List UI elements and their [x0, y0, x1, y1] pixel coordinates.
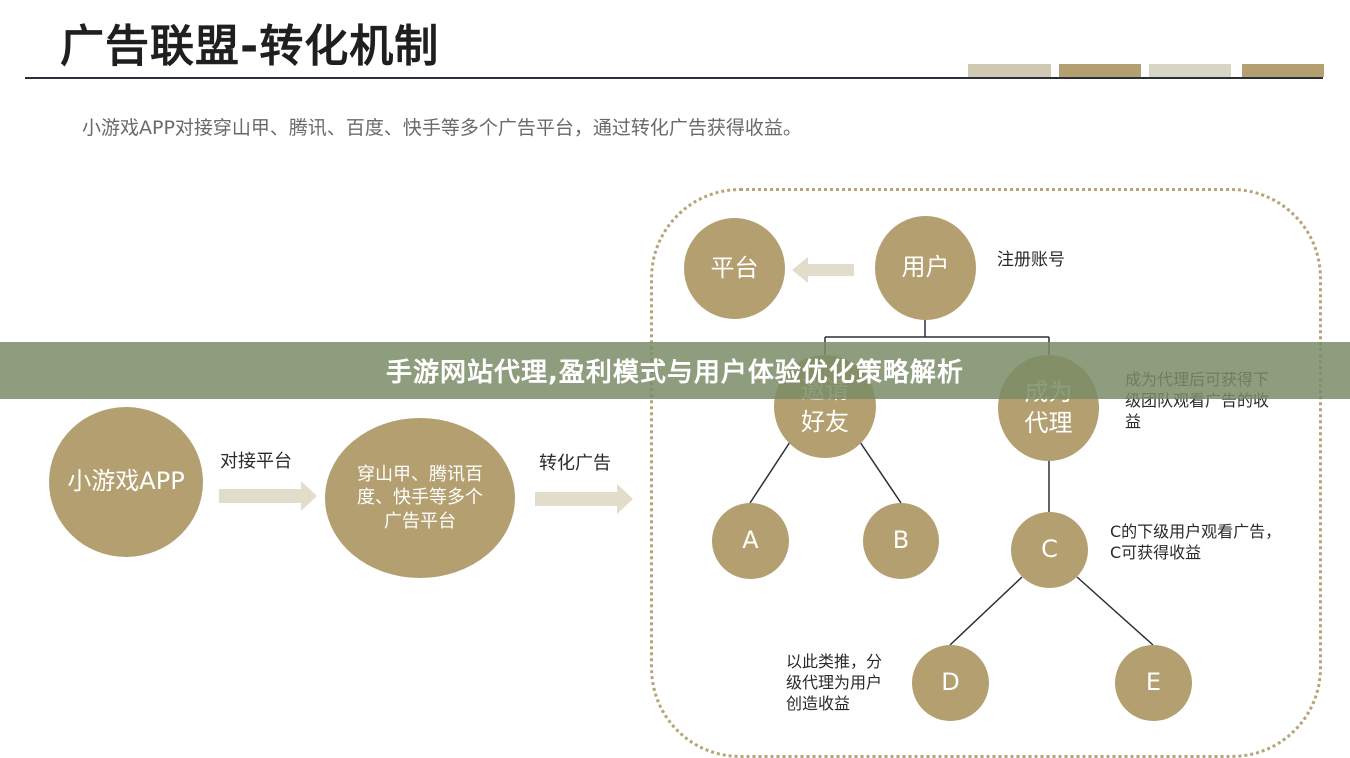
arrow-right-1	[219, 481, 317, 511]
node-ad-platforms: 穿山甲、腾讯百度、快手等多个广告平台	[325, 418, 515, 578]
label-connect-platform: 对接平台	[220, 451, 292, 472]
slide-title: 广告联盟-转化机制	[60, 21, 440, 72]
accent-block-3	[1149, 64, 1231, 77]
line-invite-a	[749, 441, 791, 504]
node-c: C	[1011, 512, 1088, 588]
label-d-note: 以此类推，分级代理为用户创造收益	[786, 652, 883, 713]
label-register: 注册账号	[997, 250, 1065, 270]
line-c-d	[949, 576, 1023, 646]
arrow-left	[792, 257, 854, 283]
connector-lines	[749, 320, 1154, 646]
banner-text: 手游网站代理,盈利模式与用户体验优化策略解析	[386, 358, 964, 388]
accent-block-2	[1059, 64, 1141, 77]
node-e: E	[1115, 645, 1192, 721]
accent-block-1	[968, 64, 1051, 77]
node-a: A	[712, 503, 789, 579]
overlay-banner: 手游网站代理,盈利模式与用户体验优化策略解析	[0, 342, 1350, 399]
slide-subtitle: 小游戏APP对接穿山甲、腾讯、百度、快手等多个广告平台，通过转化广告获得收益。	[82, 117, 802, 139]
node-b: B	[863, 503, 939, 579]
accent-block-4	[1242, 64, 1324, 77]
node-d: D	[912, 645, 989, 721]
label-c-note: C的下级用户观看广告，C可获得收益	[1110, 522, 1282, 562]
label-convert-ads: 转化广告	[539, 453, 611, 474]
node-mini-game-app: 小游戏APP	[49, 407, 203, 557]
node-platform: 平台	[684, 218, 785, 319]
title-underline	[25, 77, 1323, 79]
line-c-e	[1076, 576, 1154, 646]
arrow-right-2	[535, 484, 633, 514]
node-user: 用户	[875, 216, 976, 320]
line-invite-b	[859, 441, 902, 504]
